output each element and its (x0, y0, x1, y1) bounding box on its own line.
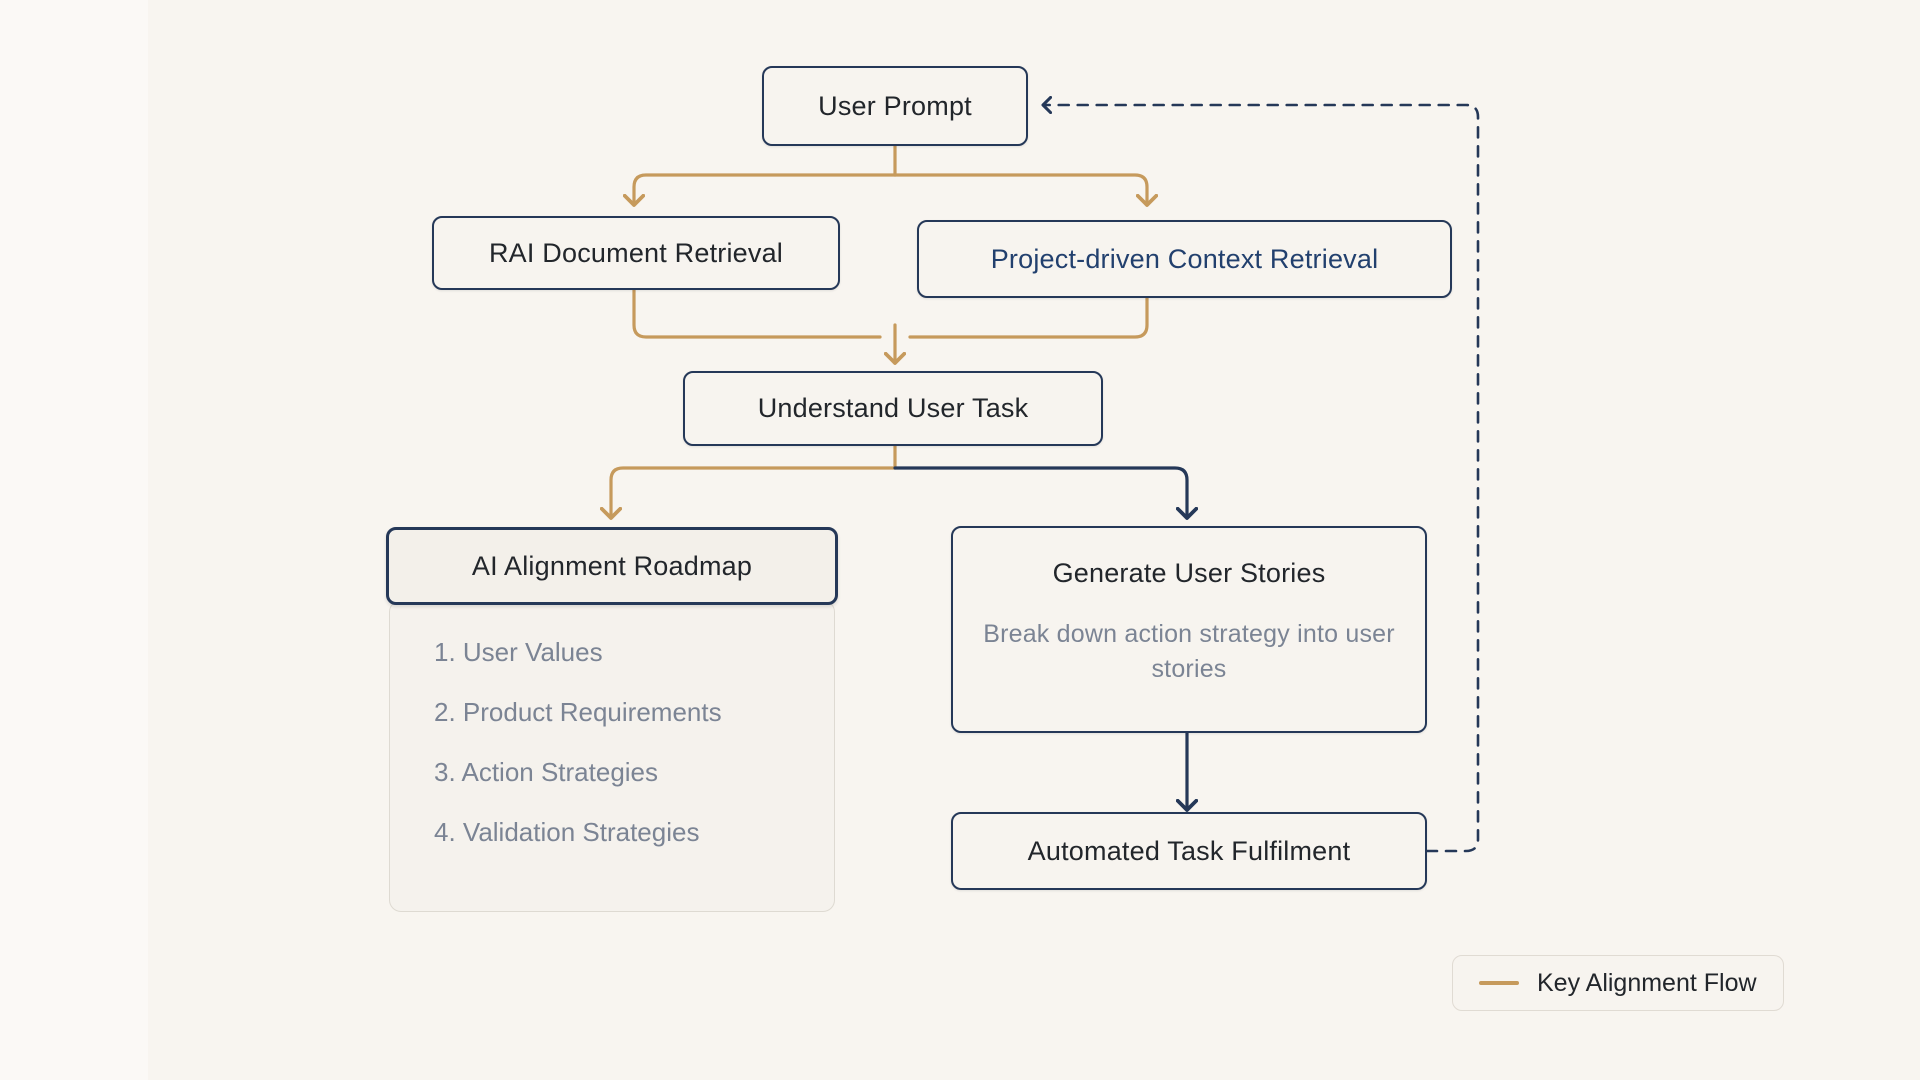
legend-label: Key Alignment Flow (1537, 968, 1757, 997)
left-gutter-strip (0, 0, 148, 1080)
node-user-prompt-label: User Prompt (818, 90, 972, 121)
node-generate-user-stories[interactable]: Generate User Stories Break down action … (951, 526, 1427, 733)
edge-prompt-to-rai (622, 173, 897, 207)
list-item: 4. Validation Strategies (434, 817, 700, 847)
node-ai-alignment-roadmap[interactable]: AI Alignment Roadmap (386, 527, 838, 605)
node-rai-document-retrieval[interactable]: RAI Document Retrieval (432, 216, 840, 290)
node-generate-user-stories-description: Break down action strategy into user sto… (983, 620, 1395, 683)
line-swatch-icon (1479, 981, 1519, 985)
node-generate-user-stories-label: Generate User Stories (1052, 558, 1326, 588)
node-project-driven-context-retrieval-label: Project-driven Context Retrieval (990, 243, 1379, 274)
edge-understand-to-roadmap (599, 466, 897, 520)
edge-prompt-to-project (893, 173, 1159, 207)
node-understand-user-task[interactable]: Understand User Task (683, 371, 1103, 446)
edge-rai-to-understand (632, 288, 882, 339)
edge-understand-to-stories (893, 466, 1199, 520)
edge-project-to-understand (908, 296, 1149, 339)
node-automated-task-fulfilment-label: Automated Task Fulfilment (1027, 835, 1351, 866)
node-understand-user-task-label: Understand User Task (757, 393, 1029, 423)
node-automated-task-fulfilment[interactable]: Automated Task Fulfilment (951, 812, 1427, 890)
node-rai-document-retrieval-label: RAI Document Retrieval (488, 237, 783, 268)
roadmap-items-panel: 1. User Values 2. Product Requirements 3… (389, 600, 835, 912)
list-item: 3. Action Strategies (434, 757, 659, 787)
legend: Key Alignment Flow (1452, 955, 1784, 1011)
node-project-driven-context-retrieval[interactable]: Project-driven Context Retrieval (917, 220, 1452, 298)
node-ai-alignment-roadmap-label: AI Alignment Roadmap (471, 550, 753, 581)
list-item: 1. User Values (434, 637, 603, 667)
list-item: 2. Product Requirements (434, 697, 722, 727)
node-user-prompt[interactable]: User Prompt (762, 66, 1028, 146)
edge-fulfilment-feedback-loop (1041, 95, 1480, 853)
